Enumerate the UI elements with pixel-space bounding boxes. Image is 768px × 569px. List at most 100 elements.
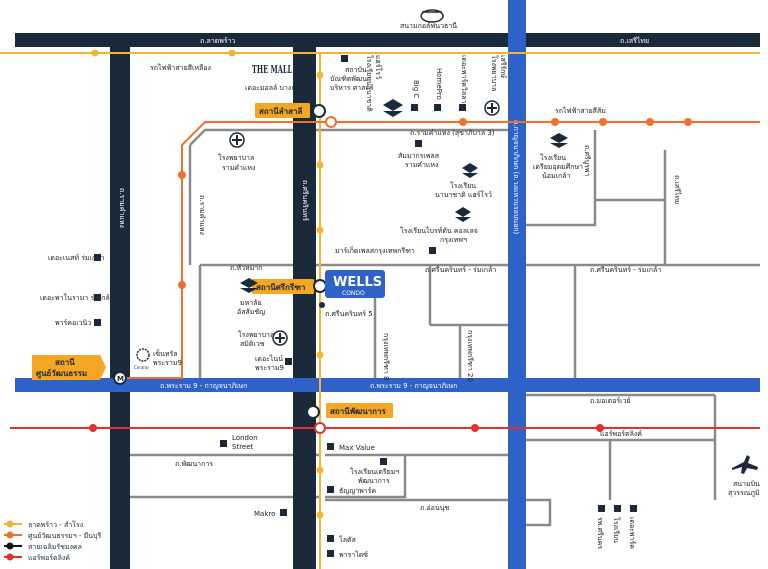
the-nine-label-b: พระราม9 — [255, 364, 284, 372]
park-village-label: เดอะพาร์ควิลลาจ — [460, 55, 468, 107]
legend-item: ลาดพร้าว - สำโรง — [4, 520, 83, 529]
max-value-label: Max Value — [339, 444, 375, 452]
nanachat-label-a: โรงเรียน — [450, 181, 476, 190]
hospital-top-label-a: โรงพยาบาล — [490, 55, 499, 91]
yellow-stop — [91, 49, 99, 57]
school-1-label-b: แฮร์โรว์ — [374, 55, 383, 79]
label-ramkhamhaeng-v: ถ.รามคำแหง — [118, 188, 126, 228]
label-srinagarindra-romklao-1: ถ.ศรีนครินทร์ - ร่มเกล้า — [425, 266, 496, 274]
poi-school-right: โรงเรียน เตรียมอุดมศึกษา น้อมเกล้า — [533, 133, 583, 180]
station-cultural-center[interactable]: สถานี ศูนย์วัฒนธรรม M — [32, 355, 127, 385]
station-tag — [255, 103, 310, 118]
building-marker-icon — [327, 486, 334, 493]
label-motorway: ถ.มอเตอร์เวย์ — [590, 397, 631, 405]
orange-stop — [684, 118, 692, 126]
school-right-label-c: น้อมเกล้า — [542, 172, 571, 180]
label-si-burapha: ถ.ศรีบูรพา — [583, 145, 591, 176]
school-icon — [550, 133, 568, 148]
label-lat-phrao: ถ.ลาดพร้าว — [200, 37, 236, 45]
legend-item: สายเฉลิมรัชมงคล — [4, 542, 82, 551]
legend-label: ลาดพร้าว - สำโรง — [28, 520, 83, 529]
poi-paradise: พาราไดซ์ — [327, 550, 368, 559]
building-marker-icon — [327, 550, 334, 557]
label-seri-thai-v: ถ.เสรีไทย — [673, 175, 682, 204]
hospital-cross-icon — [232, 135, 242, 145]
label-hua-mak: ถ.หัวหมาก — [230, 264, 262, 272]
label-kanchanaphisek: ถ.กาญจนาภิเษก (ถ.วงแหวนรอบนอก) — [512, 120, 520, 235]
station-lam-sali[interactable]: สถานีลำสาลี — [255, 103, 337, 128]
poi-airport: สนามบิน สุวรรณภูมิ — [728, 455, 760, 497]
school-phat-label-a: โรงเรียนเตรียมฯ — [350, 467, 399, 476]
building-marker-icon — [598, 505, 605, 512]
school-phat-label-b: พัฒนาการ — [358, 477, 390, 485]
nanachat-label-b: นานาชาติ แฮร์โรว์ — [435, 190, 492, 199]
nida-label-3: บริหาร ศาสตร์ — [330, 84, 374, 92]
airport-label-b: สุวรรณภูมิ — [728, 489, 759, 497]
poi-the-nine: เดอะไนน์ พระราม9 — [255, 354, 292, 372]
yellow-line-stops — [91, 49, 324, 519]
building-marker-icon — [94, 319, 101, 326]
orange-line-stops — [178, 118, 692, 289]
road-srinagarindra — [293, 47, 316, 569]
station-label: สถานีลำสาลี — [259, 106, 302, 116]
homepro-label: HomePro — [435, 68, 443, 100]
airplane-icon — [732, 455, 758, 474]
central-label-b: พระราม9 — [153, 359, 182, 367]
building-marker-icon — [630, 505, 637, 512]
the-pano-label: เดอะพาโนรามา ร่มเกล้า — [40, 293, 114, 302]
lotus-label: โลตัส — [339, 535, 357, 544]
poi-lotus: โลตัส — [327, 535, 357, 544]
project-badge — [325, 270, 385, 298]
poi-university: มหาลัย อัสสัมชัญ — [237, 278, 265, 316]
poi-left-column: เดอะเนสท์ ร่มเกล้า เดอะพาโนรามา ร่มเกล้า… — [40, 254, 114, 327]
poi-the-mall: THE MALL เดอะมอลล์ บางกะปิ — [245, 63, 304, 92]
paradise-label: พาราไดซ์ — [339, 550, 368, 559]
project-marker-wells-condo[interactable]: WELLS CONDO — [319, 270, 385, 308]
station-label-2: ศูนย์วัฒนธรรม — [36, 368, 87, 379]
yellow-stop — [316, 351, 324, 359]
rail-lines — [0, 52, 760, 569]
the-mall-label: เดอะมอลล์ บางกะปิ — [245, 84, 304, 92]
station-phatthanakan[interactable]: สถานีพัฒนาการ — [306, 403, 393, 434]
road-lat-phrao — [15, 33, 760, 47]
building-marker-icon — [94, 294, 101, 301]
legend-label: แอร์พอร์ตลิงค์ — [28, 554, 70, 562]
label-krungthep-kreetha-8: กรุงเทพกรีฑา 8 — [382, 333, 390, 380]
station-label-1: สถานี — [55, 357, 75, 367]
school-icon — [462, 163, 478, 178]
station-label: สถานีศรีกรีฑา — [256, 282, 305, 292]
legend-item: แอร์พอร์ตลิงค์ — [4, 553, 70, 562]
poi-bottom-right: รพ.ศรีนคร โรงเรียน เดอะพาร์ค — [596, 505, 637, 549]
building-marker-icon — [285, 358, 292, 365]
yellow-stop — [316, 226, 324, 234]
poi-max-value: Max Value — [327, 443, 375, 452]
the-nine-label-a: เดอะไนน์ — [255, 354, 283, 363]
label-srinagarindra-5: ถ.ศรีนครินทร์ 5 — [325, 310, 373, 318]
legend-swatch-dot — [6, 531, 14, 539]
station-srikritha[interactable]: สถานีศรีกรีฑา — [252, 279, 327, 294]
poi-hospital-mid: โรงพยาบาล สมิติเวช — [238, 330, 288, 348]
park-avenue-label: พาร์คอเวนิว — [55, 319, 91, 327]
building-marker-icon — [94, 254, 101, 261]
station-icon — [312, 104, 326, 118]
label-srinagarindra: ถ.ศรีนครินทร์ — [301, 180, 309, 221]
label-srinagarindra-romklao-2: ถ.ศรีนครินทร์ - ร่มเกล้า — [590, 266, 661, 274]
building-marker-icon — [327, 535, 334, 542]
building-marker-icon — [220, 440, 227, 447]
label-krungthep-kreetha-20: กรุงเทพกรีฑา 20 — [466, 330, 474, 382]
school-1-label-a: โรงเรียนนานาชาติ — [365, 55, 374, 112]
university-label-b: อัสสัมชัญ — [237, 308, 265, 316]
label-rama9-right: ถ.พระราม 9 - กาญจนาภิเษก — [370, 382, 457, 390]
makro-label: Makro — [254, 510, 275, 518]
building-marker-icon — [411, 104, 418, 111]
road-kanchanaphisek — [508, 0, 526, 569]
airport-link-stop — [471, 424, 479, 432]
sammakorn-label-a: สัมมากรเพลส — [398, 152, 440, 160]
the-nest-label: เดอะเนสท์ ร่มเกล้า — [48, 254, 104, 262]
orange-stop — [178, 281, 186, 289]
school-right-label-a: โรงเรียน — [540, 153, 566, 162]
tanya-label: ธัญญาพาร์ค — [339, 487, 376, 495]
legend-swatch-dot — [6, 542, 14, 550]
